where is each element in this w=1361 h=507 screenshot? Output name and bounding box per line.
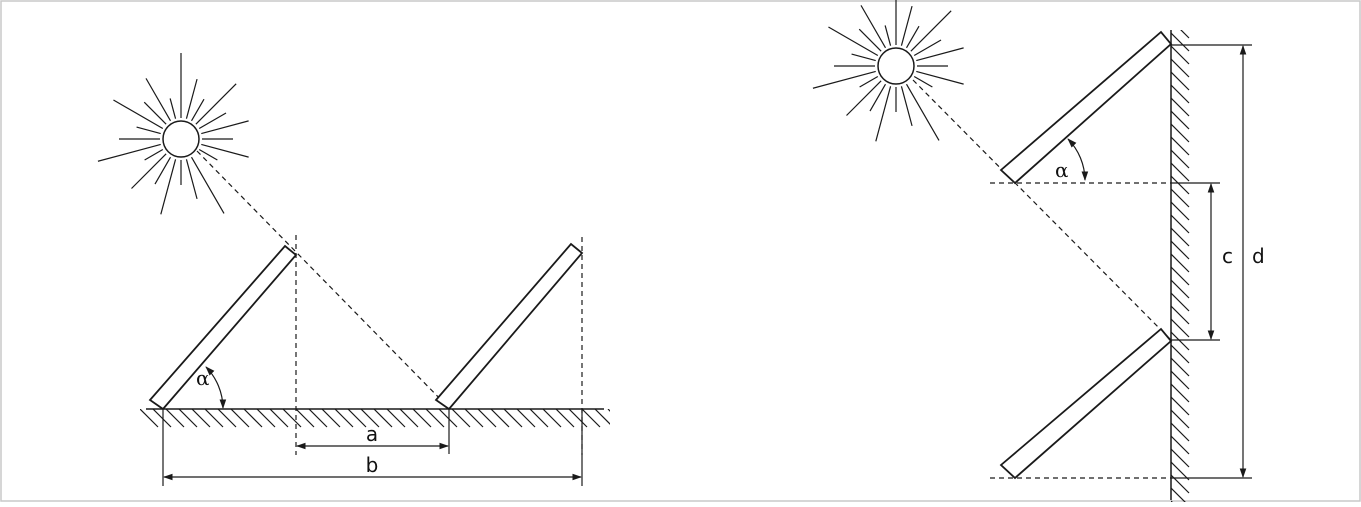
dimension-c-label: c	[1222, 244, 1233, 268]
dimension-a-label: a	[366, 422, 378, 446]
ground-hatching	[140, 409, 610, 428]
solar-panel-left-2	[434, 242, 584, 411]
sun-icon-left	[97, 53, 249, 215]
sun-ray-line-right	[912, 79, 1172, 341]
angle-label-right: α	[1055, 158, 1069, 182]
solar-panel-right-1	[999, 30, 1173, 185]
dimension-d-label: d	[1252, 244, 1265, 268]
dimension-b-label: b	[366, 453, 379, 477]
sun-ray-line-left	[196, 150, 451, 410]
right-diagram: α c d	[812, 0, 1265, 502]
angle-label-left: α	[196, 366, 210, 390]
angle-arc-right	[1067, 138, 1089, 181]
left-diagram: α a b	[97, 53, 610, 486]
sun-icon-right	[812, 0, 964, 142]
angle-arc-left	[205, 366, 227, 409]
solar-panel-right-2	[999, 327, 1173, 480]
solar-panel-left-1	[148, 244, 298, 411]
wall-hatching	[1171, 30, 1190, 502]
